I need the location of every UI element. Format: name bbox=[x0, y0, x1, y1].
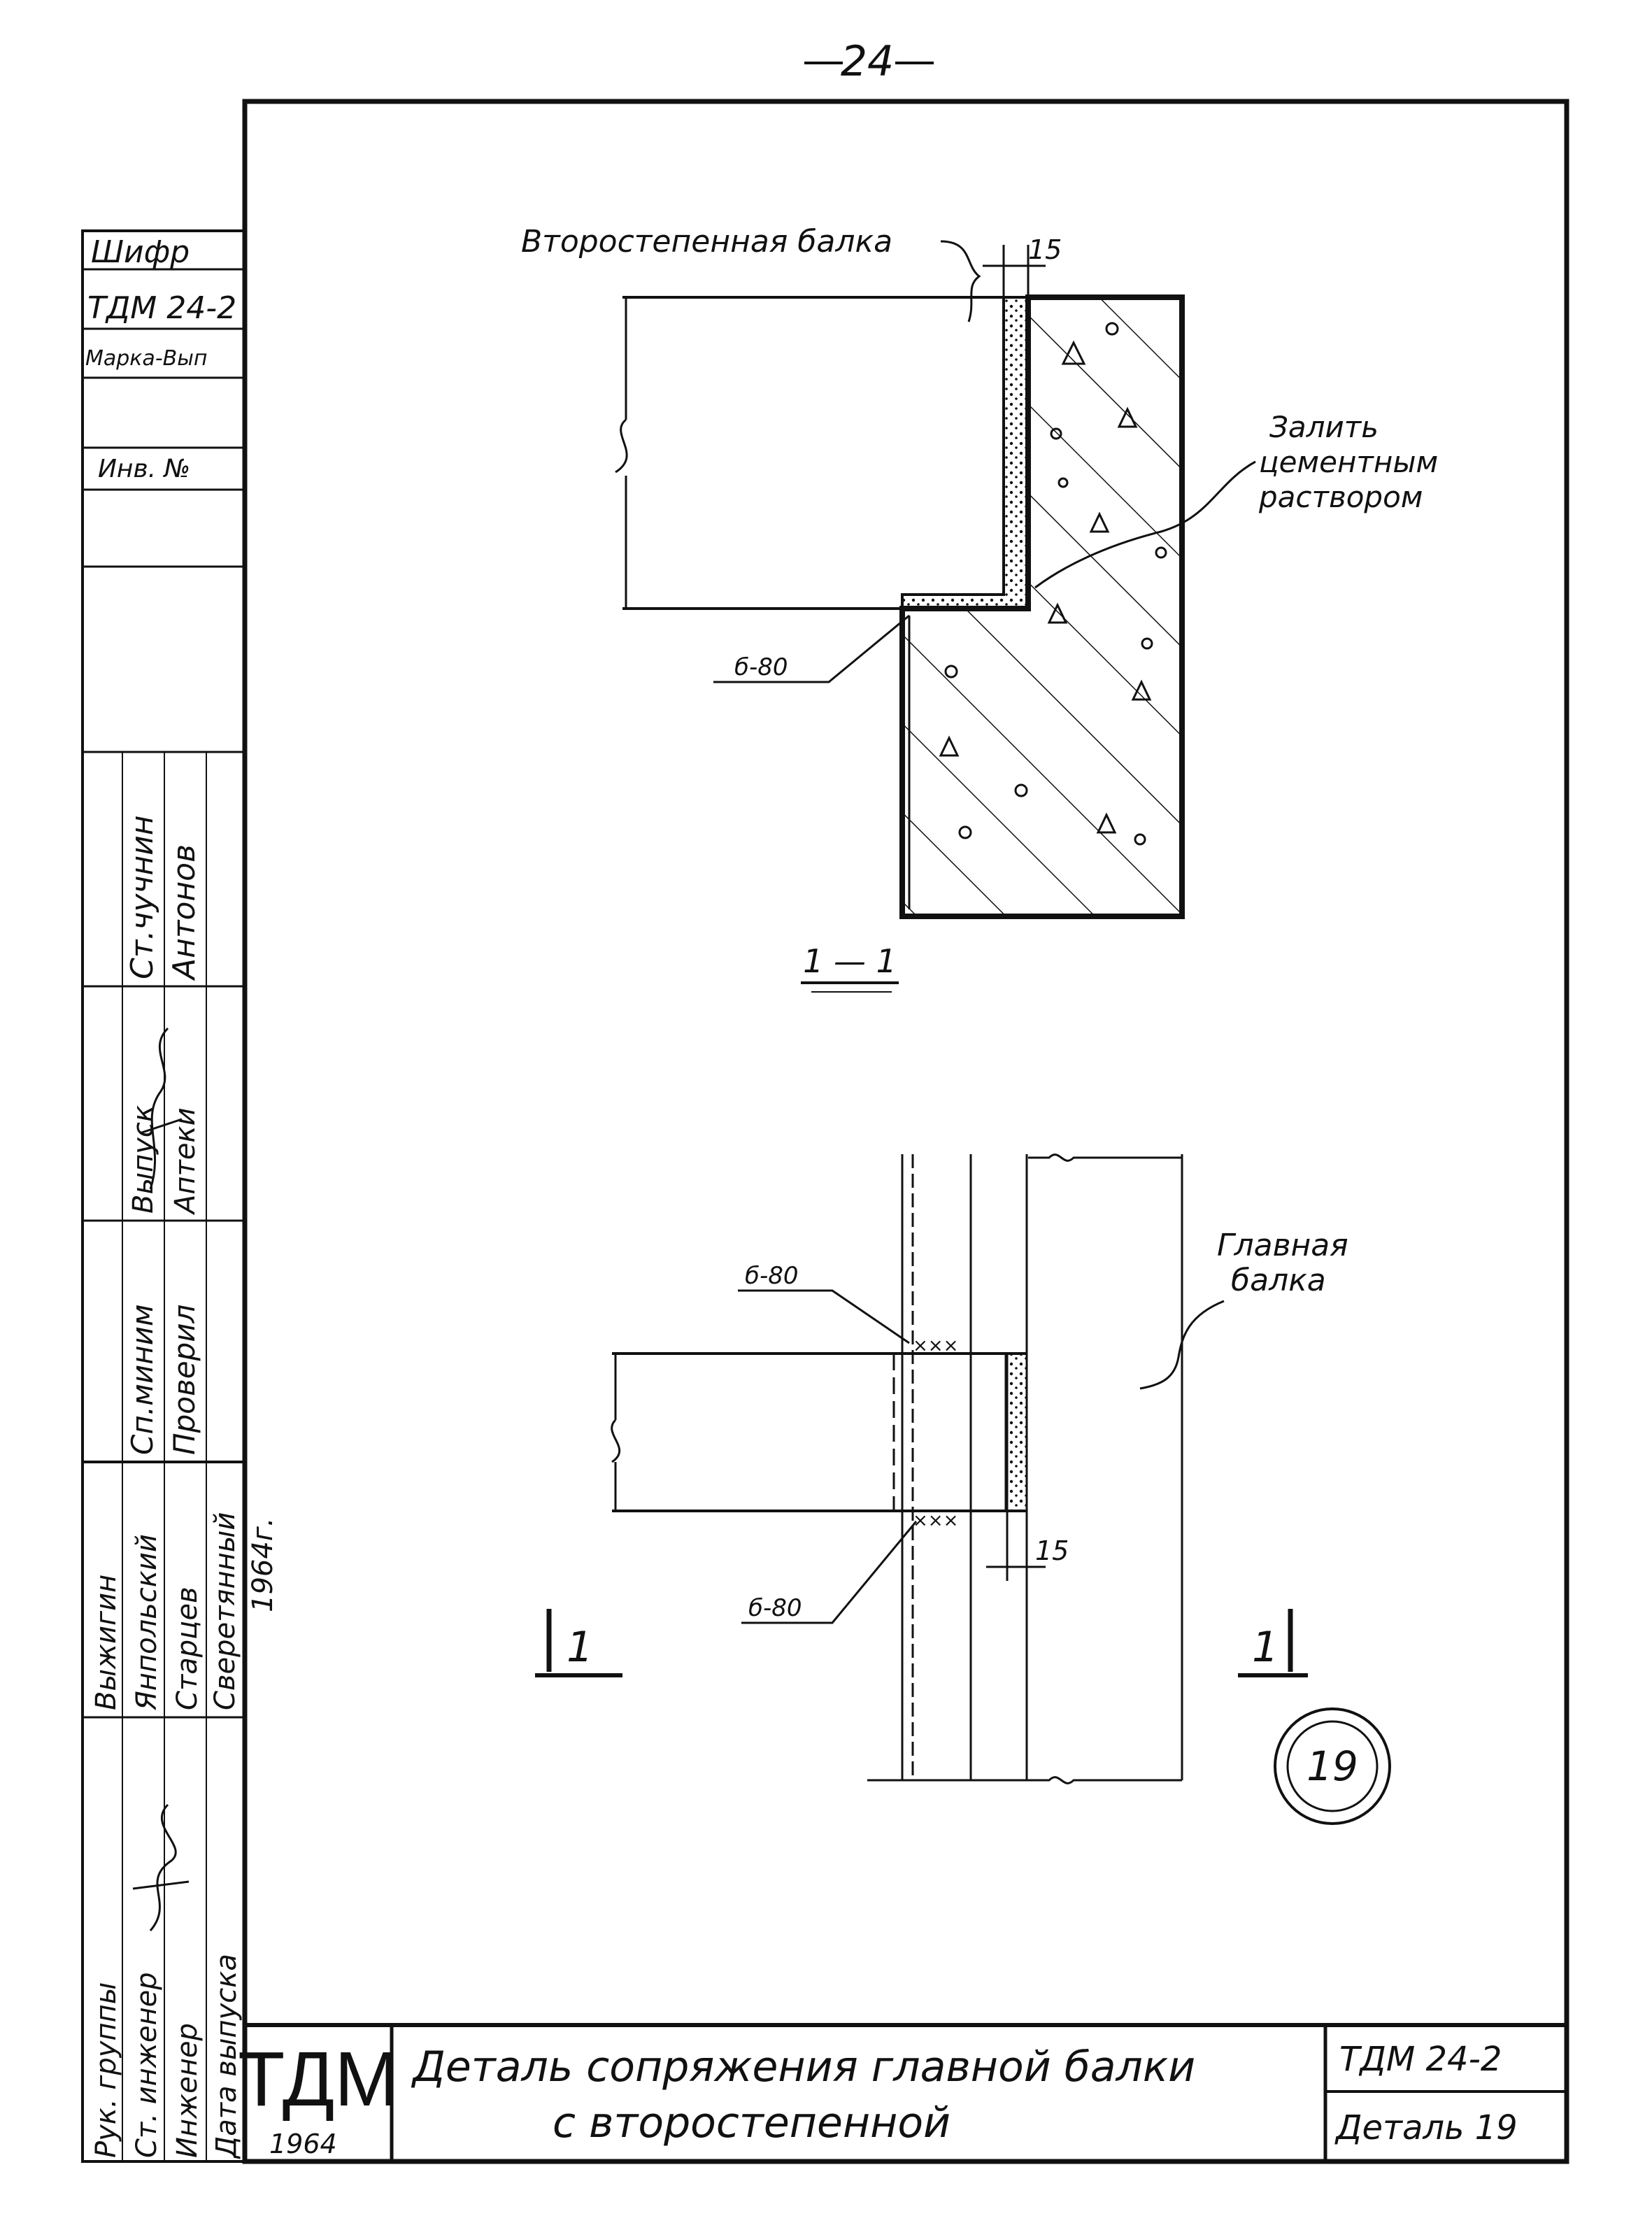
note-fill-3: раствором bbox=[1258, 480, 1423, 514]
title-block: ТДМ 1964 Деталь сопряжения главной балки… bbox=[238, 2023, 1567, 2161]
title-detail: Деталь 19 bbox=[1334, 2108, 1518, 2147]
role-check-1: Сп.миним bbox=[125, 1304, 159, 1455]
name-1: Выжигин bbox=[90, 1575, 122, 1710]
detail-circle-outer bbox=[1274, 1707, 1391, 1825]
logo-tdm: ТДМ bbox=[238, 2036, 399, 2122]
cut-mark-left-label: 1 bbox=[567, 1623, 593, 1672]
dim-bottom: 15 bbox=[1035, 1535, 1069, 1566]
plan-view: ××× ××× б-80 б-80 15 Главная балка 1 1 1… bbox=[535, 1153, 1391, 1825]
shifr-value: ТДМ 24-2 bbox=[87, 290, 236, 326]
mortar-fill bbox=[901, 296, 1030, 610]
name-4: Сверетянный bbox=[209, 1512, 241, 1710]
weld-mark-1: б-80 bbox=[734, 653, 788, 681]
role-mid-2: Аптеки bbox=[169, 1107, 201, 1216]
title-line-2: с второстепенной bbox=[553, 2098, 950, 2147]
year-side: 1964г. bbox=[247, 1517, 279, 1612]
page-number: 24 bbox=[841, 37, 894, 86]
signature-1 bbox=[139, 1027, 183, 1190]
footer-row-2: Ст. инженер bbox=[131, 1972, 163, 2158]
role-top-2: Антонов bbox=[166, 844, 202, 981]
cut-mark-right: 1 bbox=[1238, 1609, 1308, 1677]
aggregate-marks bbox=[939, 322, 1167, 846]
label-secondary-beam: Второстепенная балка bbox=[521, 224, 892, 260]
cut-mark-left: 1 bbox=[535, 1609, 622, 1677]
note-fill-2: цементным bbox=[1259, 445, 1438, 479]
note-fill-1: Залить bbox=[1269, 410, 1379, 444]
section-label: 1 — 1 bbox=[803, 942, 897, 980]
side-stamp: Шифр ТДМ 24-2 Марка-Вып Инв. № Ст.чучнин… bbox=[81, 229, 279, 2163]
footer-row-4: Дата выпуска bbox=[211, 1954, 243, 2159]
footer-row-1: Рук. группы bbox=[90, 1982, 122, 2158]
marka-label: Марка-Вып bbox=[85, 346, 208, 371]
title-code: ТДМ 24-2 bbox=[1339, 2040, 1502, 2079]
label-main-beam-1: Главная bbox=[1217, 1228, 1348, 1263]
footer-row-3: Инженер bbox=[171, 2023, 204, 2158]
mortar-fill-plan bbox=[1004, 1352, 1028, 1512]
signature-2 bbox=[132, 1803, 190, 1931]
weld-cross-bottom: ××× bbox=[913, 1510, 958, 1531]
weld-cross-top: ××× bbox=[913, 1335, 958, 1356]
cut-mark-right-label: 1 bbox=[1252, 1623, 1279, 1672]
detail-circle-inner bbox=[1286, 1720, 1379, 1812]
inv-label: Инв. № bbox=[98, 455, 190, 483]
weld-mark-2: б-80 bbox=[745, 1262, 799, 1290]
shifr-label: Шифр bbox=[91, 234, 190, 270]
role-check-2: Проверил bbox=[167, 1305, 201, 1455]
title-year: 1964 bbox=[269, 2129, 337, 2159]
name-2: Янпольский bbox=[131, 1534, 163, 1711]
dim-top: 15 bbox=[1028, 234, 1062, 265]
label-main-beam-2: балка bbox=[1231, 1263, 1326, 1298]
role-top-1: Ст.чучнин bbox=[124, 815, 160, 979]
name-3: Старцев bbox=[171, 1586, 204, 1710]
section-1-1: Второстепенная балка 15 Залить цементным bbox=[521, 224, 1438, 993]
title-line-1: Деталь сопряжения главной балки bbox=[411, 2043, 1195, 2091]
detail-number: 19 bbox=[1306, 1742, 1358, 1790]
weld-mark-3: б-80 bbox=[748, 1594, 802, 1622]
